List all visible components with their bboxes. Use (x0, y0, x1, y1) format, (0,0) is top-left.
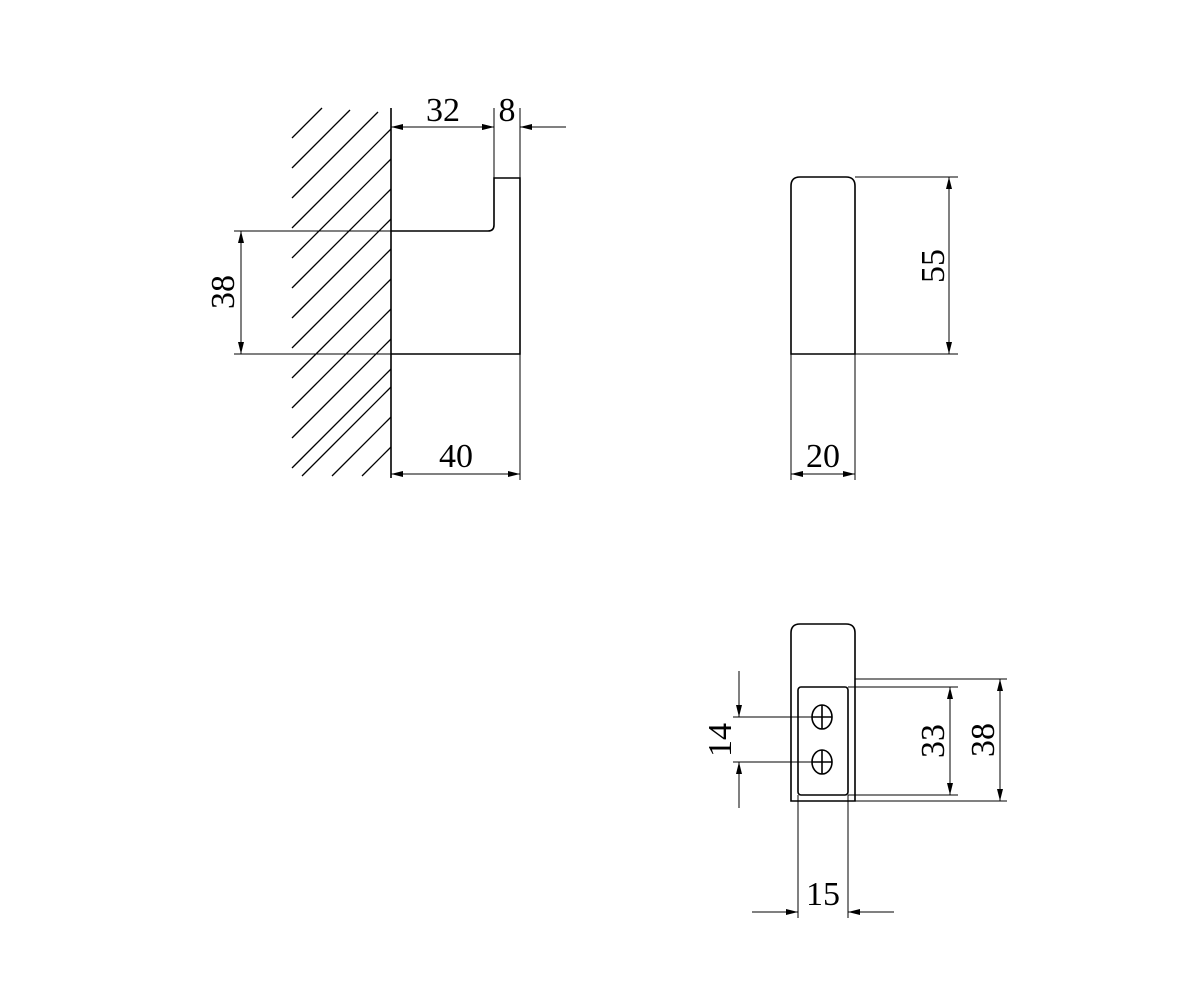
dim-label-55: 55 (915, 249, 952, 283)
wall-hatching (291, 107, 392, 477)
dim-label-40: 40 (439, 438, 473, 475)
dim-label-32: 32 (426, 92, 460, 129)
back-body (790, 623, 856, 802)
mounting-plate (797, 686, 849, 796)
side-view: 32 8 38 40 (205, 92, 566, 480)
dim-label-38-side: 38 (205, 275, 242, 309)
hook-profile (391, 177, 521, 355)
dim-label-20: 20 (806, 438, 840, 475)
dim-label-8: 8 (499, 92, 516, 129)
dim-label-14: 14 (702, 723, 739, 757)
front-view: 55 20 (790, 176, 958, 480)
dim-label-15: 15 (806, 876, 840, 913)
front-body (790, 176, 856, 355)
dim-label-38-back: 38 (965, 723, 1002, 757)
back-view: 14 33 38 15 (702, 623, 1007, 918)
dim-label-33: 33 (915, 724, 952, 758)
